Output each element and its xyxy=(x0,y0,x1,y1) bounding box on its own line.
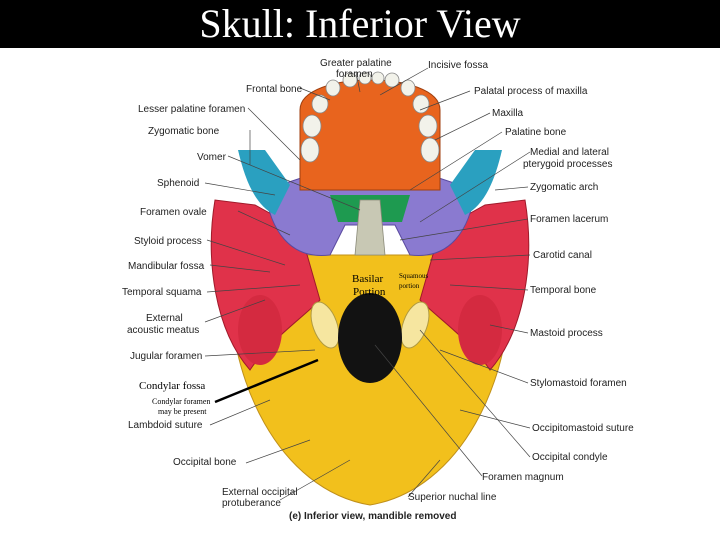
label-lambdoid-suture: Lambdoid suture xyxy=(128,420,203,431)
label-greater-palatine-1: Greater palatine xyxy=(320,58,392,69)
mastoid-left xyxy=(238,295,282,365)
overlay-basilar-1: Basilar xyxy=(352,273,384,285)
overlay-condylar-foramen-2: may be present xyxy=(158,407,207,416)
overlay-basilar-2: Portion xyxy=(353,286,386,298)
label-ext-occipital-2: protuberance xyxy=(222,498,281,509)
label-jugular-foramen: Jugular foramen xyxy=(130,351,203,362)
overlay-squamous-2: portion xyxy=(399,282,420,290)
zygomatic-right xyxy=(450,150,502,215)
label-zygomatic-arch: Zygomatic arch xyxy=(530,182,599,193)
zygomatic-left xyxy=(238,150,290,215)
title-bar xyxy=(0,0,720,48)
label-temporal-bone: Temporal bone xyxy=(530,285,597,296)
label-temporal-squama: Temporal squama xyxy=(122,287,202,298)
label-sphenoid: Sphenoid xyxy=(157,178,200,189)
label-occipitomastoid-suture: Occipitomastoid suture xyxy=(532,423,634,434)
label-ext-occipital-1: External occipital xyxy=(222,487,298,498)
figure-caption: (e) Inferior view, mandible removed xyxy=(289,511,457,522)
condylar-arrow xyxy=(214,358,319,404)
slide-title: Skull: Inferior View xyxy=(199,1,521,46)
label-occipital-bone: Occipital bone xyxy=(173,457,237,468)
label-palatine-bone: Palatine bone xyxy=(505,127,567,138)
label-superior-nuchal: Superior nuchal line xyxy=(408,492,497,503)
overlay-condylar-foramen-1: Condylar foramen xyxy=(152,397,211,406)
label-occipital-condyle: Occipital condyle xyxy=(532,452,608,463)
overlay-condylar-fossa: Condylar fossa xyxy=(139,380,206,392)
label-greater-palatine-2: foramen xyxy=(336,69,373,80)
leader-lines xyxy=(204,67,531,501)
label-incisive-fossa: Incisive fossa xyxy=(428,60,489,71)
label-maxilla: Maxilla xyxy=(492,108,524,119)
label-vomer: Vomer xyxy=(197,152,226,163)
condyle-right xyxy=(400,301,430,349)
overlay-squamous-1: Squamous xyxy=(399,272,429,280)
mastoid-right xyxy=(458,295,502,365)
label-foramen-magnum: Foramen magnum xyxy=(482,472,564,483)
label-frontal-bone: Frontal bone xyxy=(246,84,303,95)
label-stylomastoid-foramen: Stylomastoid foramen xyxy=(530,378,627,389)
label-external-acoustic-1: External xyxy=(146,313,183,324)
teeth xyxy=(300,71,440,163)
label-styloid-process: Styloid process xyxy=(134,236,202,247)
label-pterygoid-2: pterygoid processes xyxy=(523,159,613,170)
label-pterygoid-1: Medial and lateral xyxy=(530,147,609,158)
condyle-left xyxy=(310,301,340,349)
label-zygomatic-bone: Zygomatic bone xyxy=(148,126,220,137)
label-carotid-canal: Carotid canal xyxy=(533,250,592,261)
label-mastoid-process: Mastoid process xyxy=(530,328,603,339)
label-external-acoustic-2: acoustic meatus xyxy=(127,325,200,336)
label-foramen-lacerum: Foramen lacerum xyxy=(530,214,609,225)
label-lesser-palatine: Lesser palatine foramen xyxy=(138,104,246,115)
vomer-shape xyxy=(354,199,386,256)
label-mandibular-fossa: Mandibular fossa xyxy=(128,261,205,272)
foramen-magnum-shape xyxy=(338,293,402,383)
label-palatal-process: Palatal process of maxilla xyxy=(474,86,588,97)
label-foramen-ovale: Foramen ovale xyxy=(140,207,207,218)
